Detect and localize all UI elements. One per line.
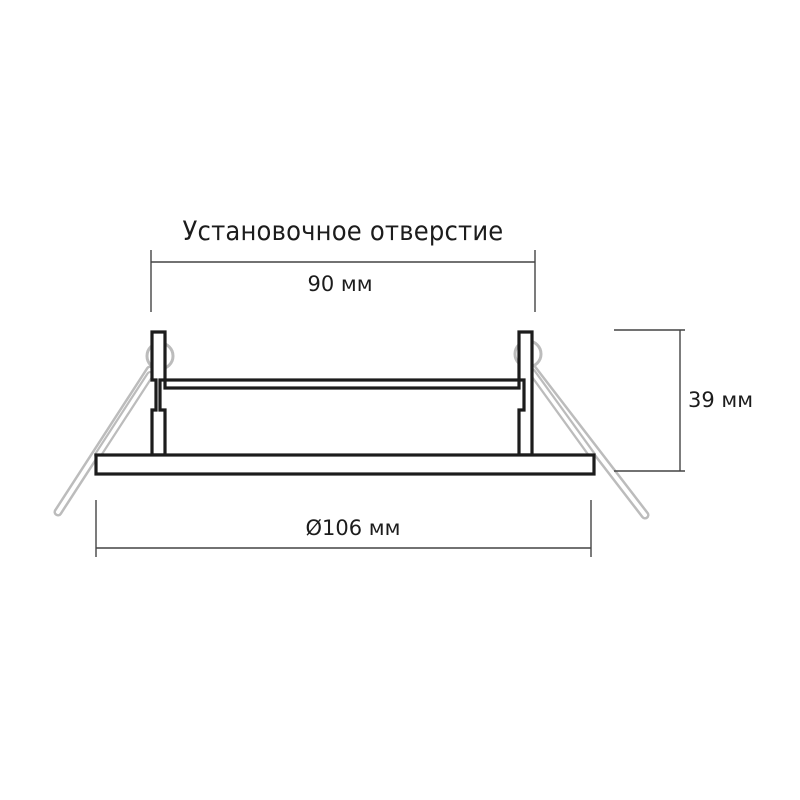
diameter-dimension-label: Ø106 мм xyxy=(305,516,401,540)
right-spring-clip xyxy=(513,339,650,520)
frame-flange xyxy=(94,453,596,476)
left-spring-arm-2-inner xyxy=(96,373,152,457)
opening-dimension-label: 90 мм xyxy=(307,272,373,296)
frame-left-wall xyxy=(150,330,167,457)
right-spring-arm-2-inner xyxy=(530,370,594,457)
installation-opening-title: Установочное отверстие xyxy=(182,216,504,247)
dimension-lines xyxy=(95,250,685,557)
frame-body xyxy=(94,330,596,476)
frame-inner-rim xyxy=(163,378,521,390)
frame-right-wall xyxy=(517,330,534,457)
height-dimension-label: 39 мм xyxy=(688,388,754,412)
